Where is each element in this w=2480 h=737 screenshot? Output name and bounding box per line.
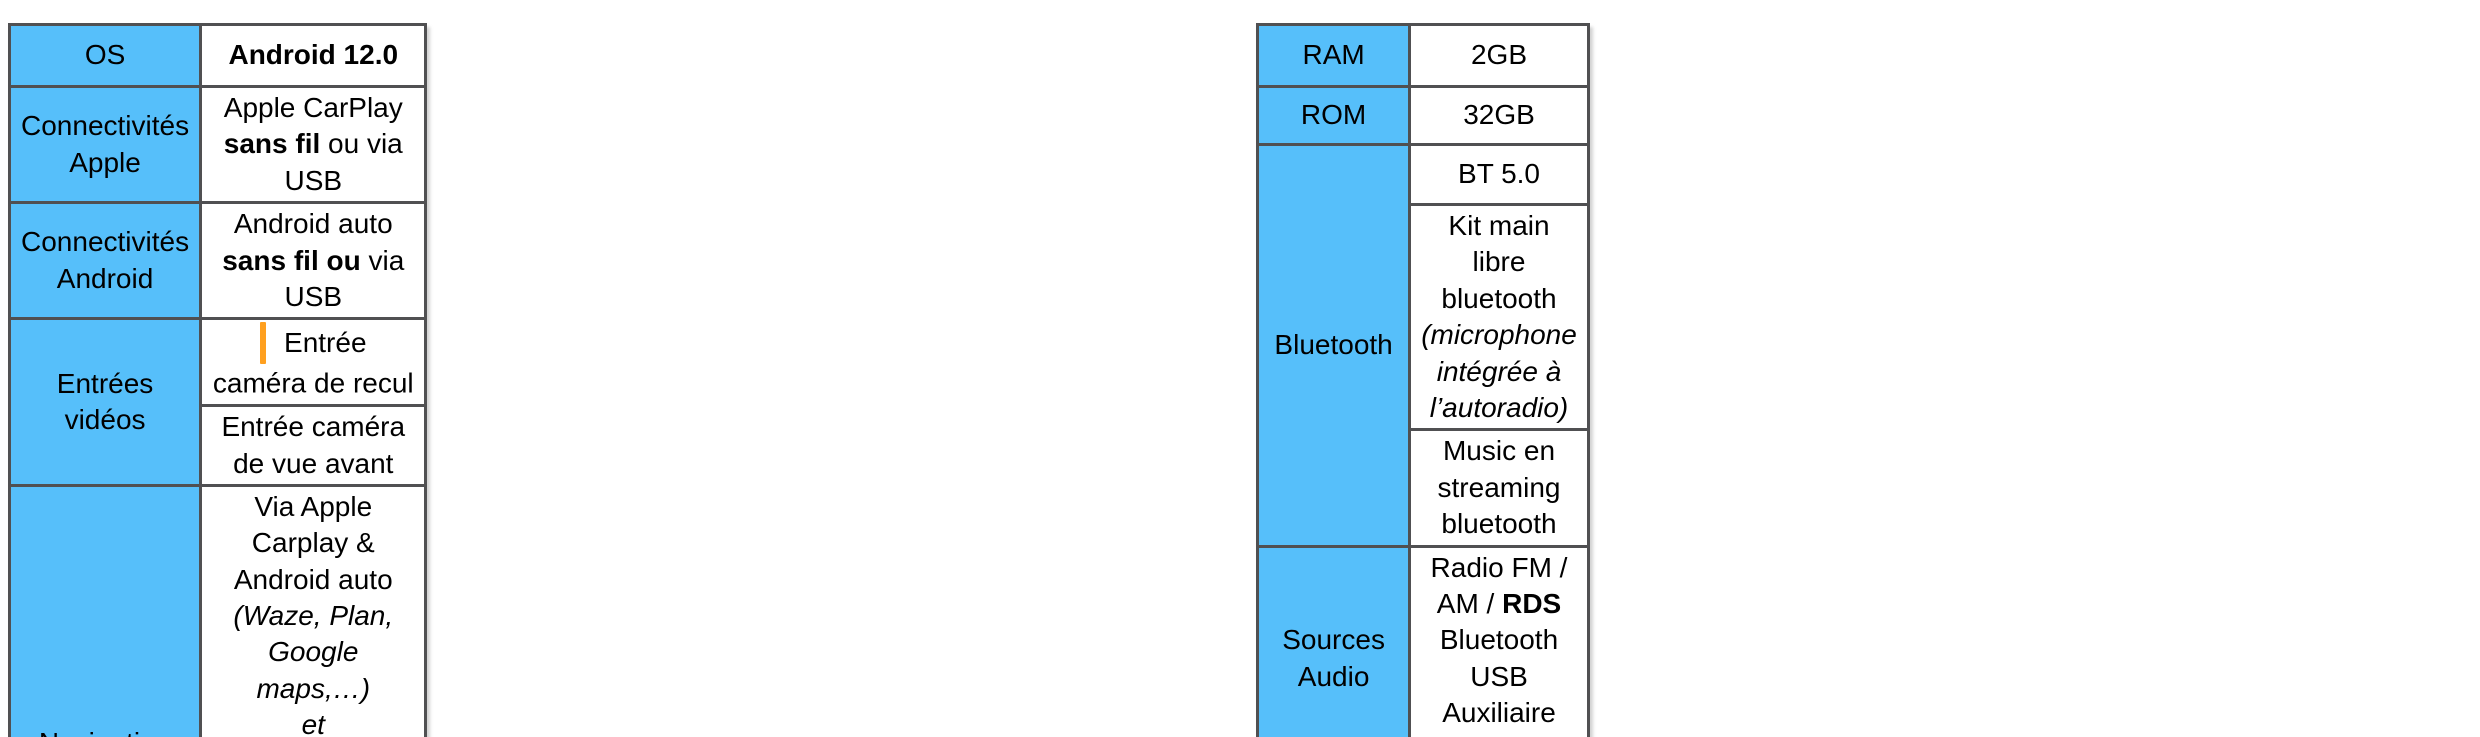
value-line: BT 5.0 (1421, 156, 1577, 192)
table-row: NavigationVia Apple Carplay & Android au… (7, 483, 428, 737)
table-row: Entrée caméra de vue avant (10, 404, 428, 487)
table-row: Bluetooth BT 5.0 (1255, 143, 1590, 548)
orange-cursor-bar-icon (260, 322, 267, 365)
value-line: Kit main libre bluetooth (1421, 208, 1577, 317)
value-line: Android auto sans fil ou via USB (212, 206, 414, 315)
value-line: et (212, 707, 414, 737)
value-text: Music en streaming bluetooth (1437, 435, 1561, 540)
value-line: Radio FM / AM / RDS (1421, 550, 1577, 623)
value-text: et (301, 709, 325, 737)
value-text: 2GB (1470, 39, 1528, 71)
value-line: (Waze, Plan, Google maps,…) (212, 598, 414, 707)
spec-label-bluetooth: Bluetooth (1255, 143, 1412, 548)
value-line: Android 12.0 (212, 37, 414, 73)
table-row: OS Android 12.0 (7, 23, 428, 88)
spec-value-connectivites-android: Android auto sans fil ou via USB (199, 201, 428, 321)
table-row: ROM 32GB (1255, 85, 1590, 146)
spec-value-os: Android 12.0 (199, 23, 428, 88)
value-text: (microphone intégrée à l’autoradio) (1421, 319, 1577, 423)
spec-value-navigation: Via Apple Carplay & Android auto(Waze, P… (199, 483, 428, 737)
value-text: Kit main libre bluetooth (1441, 210, 1557, 314)
value-line: Music en streaming bluetooth (1421, 433, 1577, 542)
value-line: Via Apple Carplay & Android auto (212, 489, 414, 598)
table-row: RAM 2GB (1255, 23, 1590, 88)
value-line: USB (1421, 659, 1577, 695)
spec-label-os: OS (7, 23, 203, 88)
value-text: Entrée caméra de recul (212, 327, 414, 399)
value-line: Auxiliaire Audio (1421, 695, 1577, 737)
spec-label-connectivites-android: Connectivités Android (7, 201, 203, 321)
value-text: Bluetooth (1439, 624, 1559, 656)
spec-value-entrees-videos-2: Entrée caméra de vue avant (199, 404, 428, 487)
spec-label-rom: ROM (1255, 85, 1412, 146)
spec-label-navigation: Navigation (7, 483, 203, 737)
value-text: Via Apple Carplay & Android auto (233, 490, 393, 595)
value-text: BT 5.0 (1458, 158, 1540, 190)
value-text: RDS (1502, 587, 1562, 619)
table-row: Music en streaming bluetooth (1258, 428, 1590, 548)
value-text: via USB (284, 244, 405, 312)
spec-label-ram: RAM (1255, 23, 1412, 88)
value-text: Auxiliaire Audio (1442, 697, 1556, 737)
value-text: ou via USB (284, 128, 403, 196)
value-text: USB (1470, 660, 1528, 692)
value-text: Radio FM / AM / (1430, 551, 1568, 619)
value-line-text: Entrée caméra de recul (213, 327, 414, 399)
value-line: 32GB (1421, 97, 1577, 133)
value-line: 2GB (1421, 37, 1577, 73)
spec-value-bluetooth-1: BT 5.0 (1408, 143, 1590, 206)
value-line: Entrée caméra de recul (212, 322, 414, 402)
spec-label-connectivites-apple: Connectivités Apple (7, 84, 203, 205)
spec-label-sources-audio: Sources Audio (1255, 544, 1412, 737)
value-line: Entrée caméra de vue avant (212, 409, 414, 482)
value-text: Android auto (233, 208, 393, 240)
spec-value-bluetooth-3: Music en streaming bluetooth (1408, 428, 1590, 548)
spec-value-bluetooth-2: Kit main libre bluetooth(microphone inté… (1408, 202, 1590, 432)
spec-value-connectivites-apple: Apple CarPlay sans fil ou via USB (199, 84, 428, 205)
value-text: Entrée caméra de vue avant (221, 411, 406, 479)
table-row: Kit main libre bluetooth(microphone inté… (1258, 202, 1590, 432)
value-text: sans fil (223, 128, 321, 160)
spec-label-entrees-videos: Entrées vidéos (7, 317, 203, 487)
value-text: Android 12.0 (228, 39, 399, 71)
value-line: Apple CarPlay sans fil ou via USB (212, 90, 414, 199)
value-text: sans fil ou (222, 244, 361, 276)
spec-value-ram: 2GB (1408, 23, 1590, 88)
value-text: (Waze, Plan, Google maps,…) (233, 600, 394, 704)
spec-value-rom: 32GB (1408, 85, 1590, 146)
value-line: (microphone intégrée à l’autoradio) (1421, 317, 1577, 426)
value-line: Bluetooth (1421, 622, 1577, 658)
spec-value-entrees-videos-1: Entrée caméra de recul (199, 317, 428, 408)
value-text: Apple CarPlay (223, 92, 403, 123)
value-text: 32GB (1463, 99, 1535, 131)
